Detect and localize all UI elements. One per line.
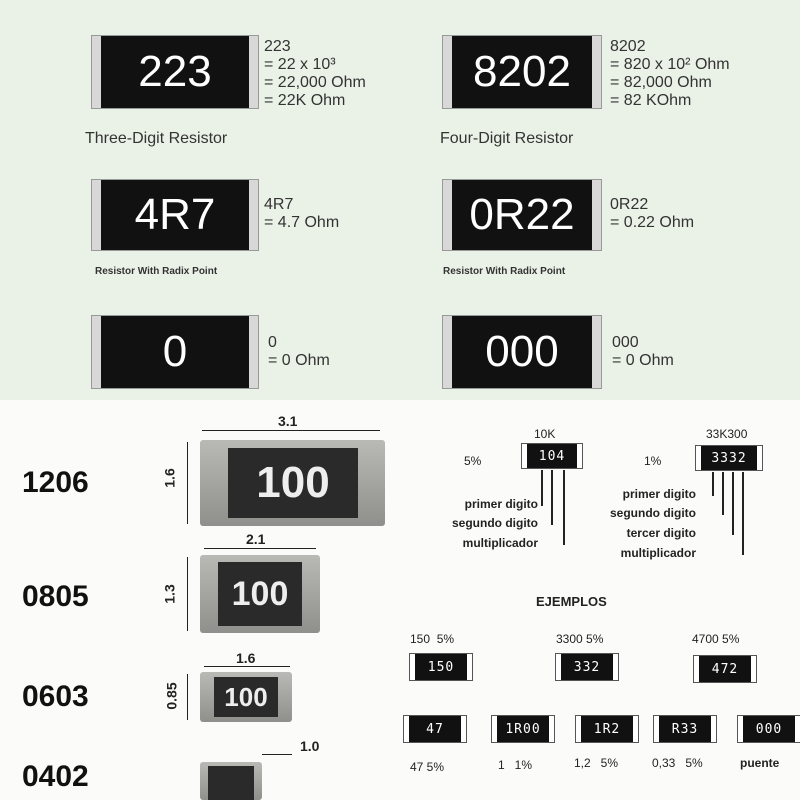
size-1206: 1206 xyxy=(22,466,89,499)
leader-line xyxy=(541,470,543,506)
chip-000: 000 xyxy=(443,316,601,388)
note-line: 8202 xyxy=(610,38,646,55)
example-chip: 150 xyxy=(409,653,473,681)
dim-line xyxy=(204,548,316,549)
example-chip: R33 xyxy=(653,715,717,743)
chip-0: 0 xyxy=(92,316,258,388)
dim-0805-width: 2.1 xyxy=(246,531,266,547)
note-line: 0R22 xyxy=(610,196,649,213)
leader-line xyxy=(732,472,734,535)
note-223: 223= 22 x 10³= 22,000 Ohm= 22K Ohm xyxy=(264,38,366,110)
dim-line xyxy=(187,442,188,524)
example-label: 4700 5% xyxy=(692,632,740,646)
example-chip: 332 xyxy=(555,653,619,681)
caption-radix-1: Resistor With Radix Point xyxy=(95,266,218,277)
chip-code: 100 xyxy=(218,562,302,626)
note-0r22: 0R22= 0.22 Ohm xyxy=(610,196,694,232)
chip-223: 223 xyxy=(92,36,258,108)
example-label: 3300 5% xyxy=(556,632,604,646)
legend-b-label: multiplicador xyxy=(620,546,696,560)
dim-1206-height: 1.6 xyxy=(161,468,178,488)
dim-0603-height: 0.85 xyxy=(163,682,180,710)
note-line: = 0.22 Ohm xyxy=(610,214,695,231)
legend-a-chip: 104 xyxy=(521,443,583,469)
legend-b-chip: 3332 xyxy=(695,445,763,471)
chip-0r22: 0R22 xyxy=(443,180,601,250)
dim-line xyxy=(187,557,188,631)
photo-0402 xyxy=(200,762,262,800)
photo-0603: 100 xyxy=(200,672,292,722)
ejemplos-title: EJEMPLOS xyxy=(536,594,607,609)
example-label: 0,33 5% xyxy=(652,756,703,770)
legend-a-value: 10K xyxy=(534,427,556,441)
note-4r7: 4R7= 4.7 Ohm xyxy=(264,196,339,232)
note-line: = 22 x 10³ xyxy=(264,56,336,73)
example-label: 150 5% xyxy=(410,632,455,646)
example-label: 47 5% xyxy=(410,760,445,774)
legend-a-tol: 5% xyxy=(464,454,482,468)
legend-b-label: tercer digito xyxy=(626,526,696,540)
note-line: = 82 KOhm xyxy=(610,92,692,109)
dim-line xyxy=(204,666,290,667)
chip-body xyxy=(208,766,254,800)
note-line: 0 xyxy=(268,334,277,351)
legend-b-label: segundo digito xyxy=(610,506,696,520)
caption-four-digit: Four-Digit Resistor xyxy=(440,130,574,147)
example-chip: 000 xyxy=(737,715,800,743)
note-line: = 820 x 10² Ohm xyxy=(610,56,730,73)
example-chip: 47 xyxy=(403,715,467,743)
note-line: = 82,000 Ohm xyxy=(610,74,712,91)
photo-0805: 100 xyxy=(200,555,320,633)
note-line: = 0 Ohm xyxy=(268,352,330,369)
dim-line xyxy=(202,430,380,431)
legend-b-tol: 1% xyxy=(644,454,662,468)
note-line: = 22,000 Ohm xyxy=(264,74,366,91)
chip-code: 100 xyxy=(214,677,278,717)
note-0: 0= 0 Ohm xyxy=(268,334,330,370)
size-0603: 0603 xyxy=(22,680,89,713)
leader-line xyxy=(712,472,714,496)
dim-1206-width: 3.1 xyxy=(278,413,298,429)
legend-b-value: 33K300 xyxy=(706,427,748,441)
dim-0603-width: 1.6 xyxy=(236,650,256,666)
dim-0805-height: 1.3 xyxy=(161,584,178,604)
dim-line xyxy=(262,754,292,755)
note-line: 223 xyxy=(264,38,291,55)
legend-a-label: primer digito xyxy=(464,497,538,511)
note-line: 4R7 xyxy=(264,196,294,213)
size-0805: 0805 xyxy=(22,580,89,613)
size-0402: 0402 xyxy=(22,760,89,793)
chip-code: 100 xyxy=(228,448,358,518)
chip-4r7: 4R7 xyxy=(92,180,258,250)
chip-8202: 8202 xyxy=(443,36,601,108)
legend-a-label: segundo digito xyxy=(452,516,538,530)
example-chip: 472 xyxy=(693,655,757,683)
photo-1206: 100 xyxy=(200,440,385,526)
note-line: = 4.7 Ohm xyxy=(264,214,340,231)
example-label: 1,2 5% xyxy=(574,756,619,770)
legend-a-label: multiplicador xyxy=(462,536,538,550)
caption-three-digit: Three-Digit Resistor xyxy=(85,130,228,147)
leader-line xyxy=(722,472,724,515)
note-line: = 0 Ohm xyxy=(612,352,674,369)
dim-0402-width: 1.0 xyxy=(300,738,320,754)
dim-line xyxy=(187,674,188,720)
note-line: = 22K Ohm xyxy=(264,92,346,109)
example-label: puente xyxy=(740,756,780,770)
leader-line xyxy=(563,470,565,545)
example-chip: 1R2 xyxy=(575,715,639,743)
leader-line xyxy=(551,470,553,525)
note-000: 000= 0 Ohm xyxy=(612,334,674,370)
leader-line xyxy=(742,472,744,555)
note-line: 000 xyxy=(612,334,639,351)
legend-b-label: primer digito xyxy=(622,487,696,501)
example-label: 1 1% xyxy=(498,758,533,772)
note-8202: 8202= 820 x 10² Ohm= 82,000 Ohm= 82 KOhm xyxy=(610,38,730,110)
example-chip: 1R00 xyxy=(491,715,555,743)
caption-radix-2: Resistor With Radix Point xyxy=(443,266,566,277)
